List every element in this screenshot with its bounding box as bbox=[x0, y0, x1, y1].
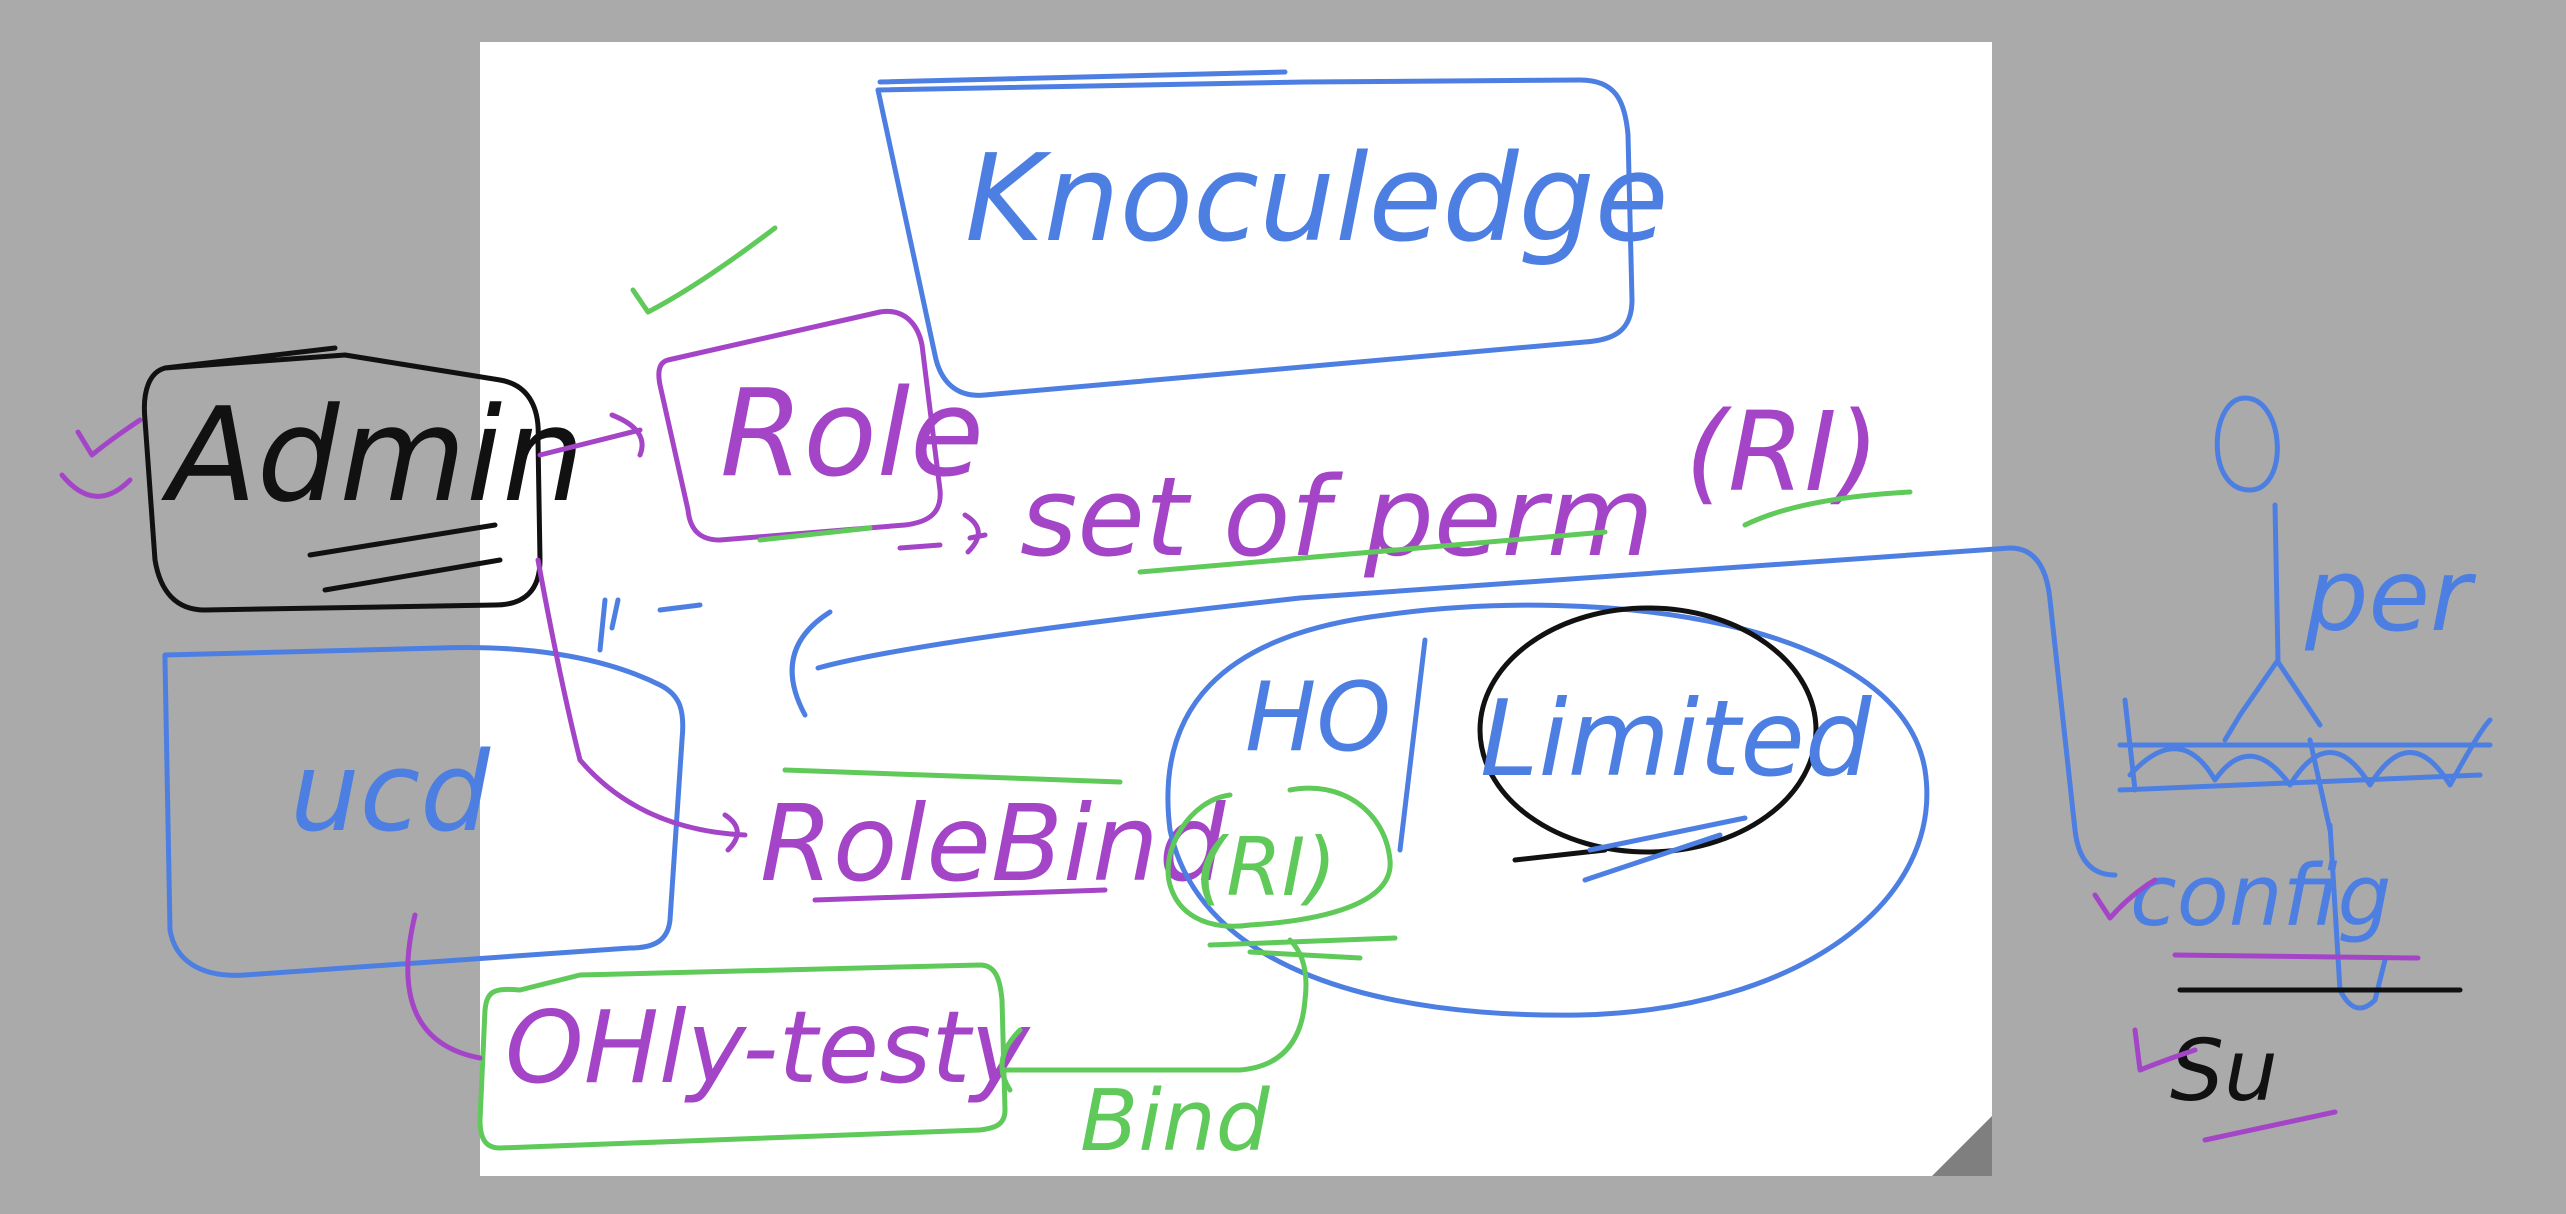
rolebind-underline bbox=[812, 887, 1108, 903]
rolebind-overline bbox=[782, 767, 1123, 785]
ucd-label: ucd bbox=[290, 728, 491, 856]
role-label: Role bbox=[720, 365, 984, 504]
page-sheet bbox=[480, 42, 1992, 1176]
scribble-crossed bbox=[2117, 697, 2493, 793]
admin-check-mark[interactable] bbox=[59, 417, 143, 499]
ri-underline bbox=[1207, 935, 1398, 961]
admin-box bbox=[141, 345, 543, 613]
admin-to-role-arrow bbox=[537, 412, 645, 458]
admin-underline bbox=[307, 522, 503, 593]
knowledge-label: Knoculedge bbox=[965, 130, 1669, 269]
bind-connection bbox=[999, 937, 1309, 1093]
per-label: per bbox=[2304, 537, 2477, 654]
admin-label: Admin bbox=[161, 379, 585, 531]
o-label: O bbox=[2228, 467, 2229, 469]
limited-circle bbox=[1477, 605, 1819, 855]
only-testy-box bbox=[477, 962, 1008, 1151]
page-curl-corner[interactable] bbox=[1932, 1116, 1992, 1176]
role-box bbox=[656, 308, 943, 543]
ri-circle bbox=[1165, 785, 1393, 929]
ri-top-label: (RI) bbox=[1685, 388, 1880, 516]
set-of-perm-underline bbox=[1137, 529, 1608, 575]
admin-to-rolebind-curve bbox=[535, 557, 748, 853]
su-label: Su bbox=[2170, 1022, 2278, 1121]
ho-label: HO bbox=[1245, 663, 1391, 773]
scope-divider bbox=[1397, 637, 1428, 853]
ucd-box bbox=[162, 644, 686, 978]
rolebind-label: RoleBind bbox=[760, 783, 1227, 905]
su-underline bbox=[2202, 1109, 2338, 1143]
only-testy-label: OHly-testy bbox=[505, 989, 1031, 1106]
limited-label: Limited bbox=[1480, 678, 1873, 800]
bind-label: Bind bbox=[1080, 1072, 1271, 1171]
connector-to-config bbox=[815, 545, 2118, 878]
limited-arrow bbox=[1582, 815, 1748, 883]
config-underline bbox=[2172, 952, 2421, 961]
config-label: config bbox=[2130, 847, 2391, 946]
blue-bracket bbox=[789, 609, 833, 718]
set-of-perm-label: set of perm bbox=[1020, 453, 1654, 581]
ri-mid-label: (RI) bbox=[1195, 821, 1337, 914]
knowledge-box bbox=[875, 69, 1635, 398]
stick-figure bbox=[2214, 395, 2333, 833]
role-underline bbox=[757, 525, 873, 543]
ri-top-underline bbox=[1742, 489, 1913, 528]
su-check-mark[interactable] bbox=[2132, 1027, 2198, 1073]
stray-marks bbox=[597, 597, 703, 653]
green-check-mark bbox=[630, 225, 778, 315]
scope-ellipse bbox=[1165, 602, 1930, 1018]
config-check-mark[interactable] bbox=[2092, 877, 2158, 921]
set-of-perm-arrow bbox=[897, 512, 988, 555]
ucd-to-only-testy-curve bbox=[405, 912, 483, 1061]
